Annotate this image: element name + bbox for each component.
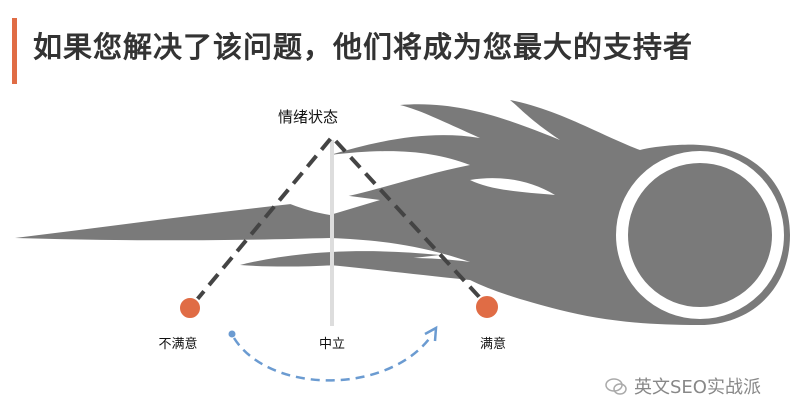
title-accent-bar (12, 18, 17, 84)
arrow-start-dot (228, 330, 236, 338)
watermark-text: 英文SEO实战派 (634, 377, 761, 398)
logo-ring (616, 151, 784, 319)
unsatisfied-dot (178, 296, 202, 320)
emotion-dashed-triangle (193, 133, 484, 304)
arrow-head-icon (424, 325, 438, 342)
state-label-neutral: 中立 (318, 337, 346, 352)
wechat-icon (605, 378, 627, 395)
transition-arrow (232, 334, 434, 382)
emotion-axis-label: 情绪状态 (277, 108, 339, 126)
slide-title: 如果您解决了该问题，他们将成为您最大的支持者 (33, 30, 694, 64)
state-label-satisfied: 满意 (479, 337, 507, 352)
state-label-unsatisfied: 不满意 (158, 337, 198, 352)
watermark: 英文SEO实战派 (604, 373, 761, 399)
satisfied-dot (474, 294, 500, 320)
